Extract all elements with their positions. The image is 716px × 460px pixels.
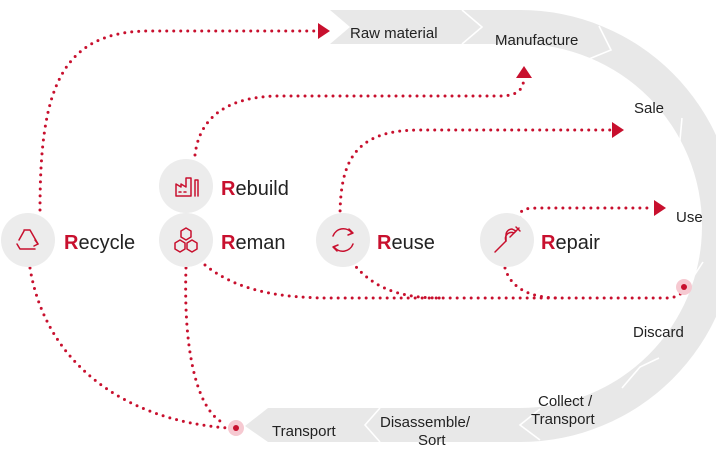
arrow-to-sale	[612, 122, 624, 138]
recycle-initial: R	[64, 232, 79, 254]
repair-rest: epair	[555, 232, 600, 254]
wrench-icon	[494, 226, 521, 253]
return-flow-line-reuse	[350, 260, 442, 300]
repair-label: Repair	[541, 232, 600, 254]
hexagon-cluster-icon	[174, 227, 198, 253]
strategy-rebuild: Rebuild	[159, 159, 289, 213]
reman-return-line	[184, 266, 228, 426]
rebuild-rest: ebuild	[235, 178, 288, 200]
repair-initial: R	[541, 232, 556, 254]
recycle-label: Recycle	[64, 232, 135, 254]
rebuild-initial: R	[221, 178, 236, 200]
stage-use: Use	[676, 209, 703, 226]
stage-collect-line2: Transport	[531, 411, 595, 428]
arrowheads	[318, 23, 666, 216]
stage-sale: Sale	[634, 100, 664, 117]
belt-seam	[461, 9, 484, 45]
stage-disassemble-line1: Disassemble/	[380, 414, 471, 431]
reuse-icon-circle	[316, 213, 370, 267]
circular-arrows-icon	[332, 228, 354, 252]
node-dot-transport	[228, 420, 244, 436]
recycle-flow-line	[38, 29, 320, 212]
stage-transport: Transport	[272, 423, 336, 440]
stage-discard: Discard	[633, 324, 684, 341]
belt-seam	[363, 407, 381, 443]
arrow-to-raw-material	[318, 23, 330, 39]
arrow-to-use	[654, 200, 666, 216]
factory-icon	[175, 177, 199, 197]
reuse-label: Reuse	[377, 232, 435, 254]
recycle-rest: ecycle	[78, 232, 135, 254]
stage-collect-line1: Collect /	[538, 393, 593, 410]
belt-seam	[518, 408, 541, 441]
reman-initial: R	[221, 232, 236, 254]
stage-disassemble-line2: Sort	[418, 432, 446, 449]
stage-manufacture: Manufacture	[495, 32, 578, 49]
reuse-flow-line	[338, 128, 614, 220]
reuse-rest: euse	[391, 232, 434, 254]
return-flow-line-upper	[203, 263, 686, 300]
stage-raw-material: Raw material	[350, 25, 438, 42]
reman-label: Reman	[221, 232, 285, 254]
strategy-recycle: Recycle	[1, 213, 135, 267]
strategy-repair: Repair	[480, 213, 600, 267]
rebuild-flow-line	[193, 74, 526, 157]
reuse-initial: R	[377, 232, 392, 254]
repair-flow-line	[518, 206, 649, 220]
arrow-to-manufacture	[516, 66, 532, 78]
strategy-reman: Reman	[159, 213, 285, 267]
flow-lines	[28, 29, 686, 430]
belt-seam	[583, 25, 613, 62]
recycle-icon-circle	[1, 213, 55, 267]
belt-seam	[659, 117, 683, 157]
belt-shape	[245, 10, 716, 442]
reman-rest: eman	[235, 232, 285, 254]
node-dot-discard	[676, 279, 692, 295]
recycle-triangle-icon	[16, 229, 39, 250]
belt-seam	[621, 357, 660, 389]
strategy-reuse: Reuse	[316, 213, 435, 267]
lifecycle-belt	[245, 9, 716, 443]
repair-icon-circle	[480, 213, 534, 267]
recycle-return-line	[28, 266, 230, 430]
return-flow-line-repair	[503, 266, 562, 300]
rebuild-label: Rebuild	[221, 178, 289, 200]
